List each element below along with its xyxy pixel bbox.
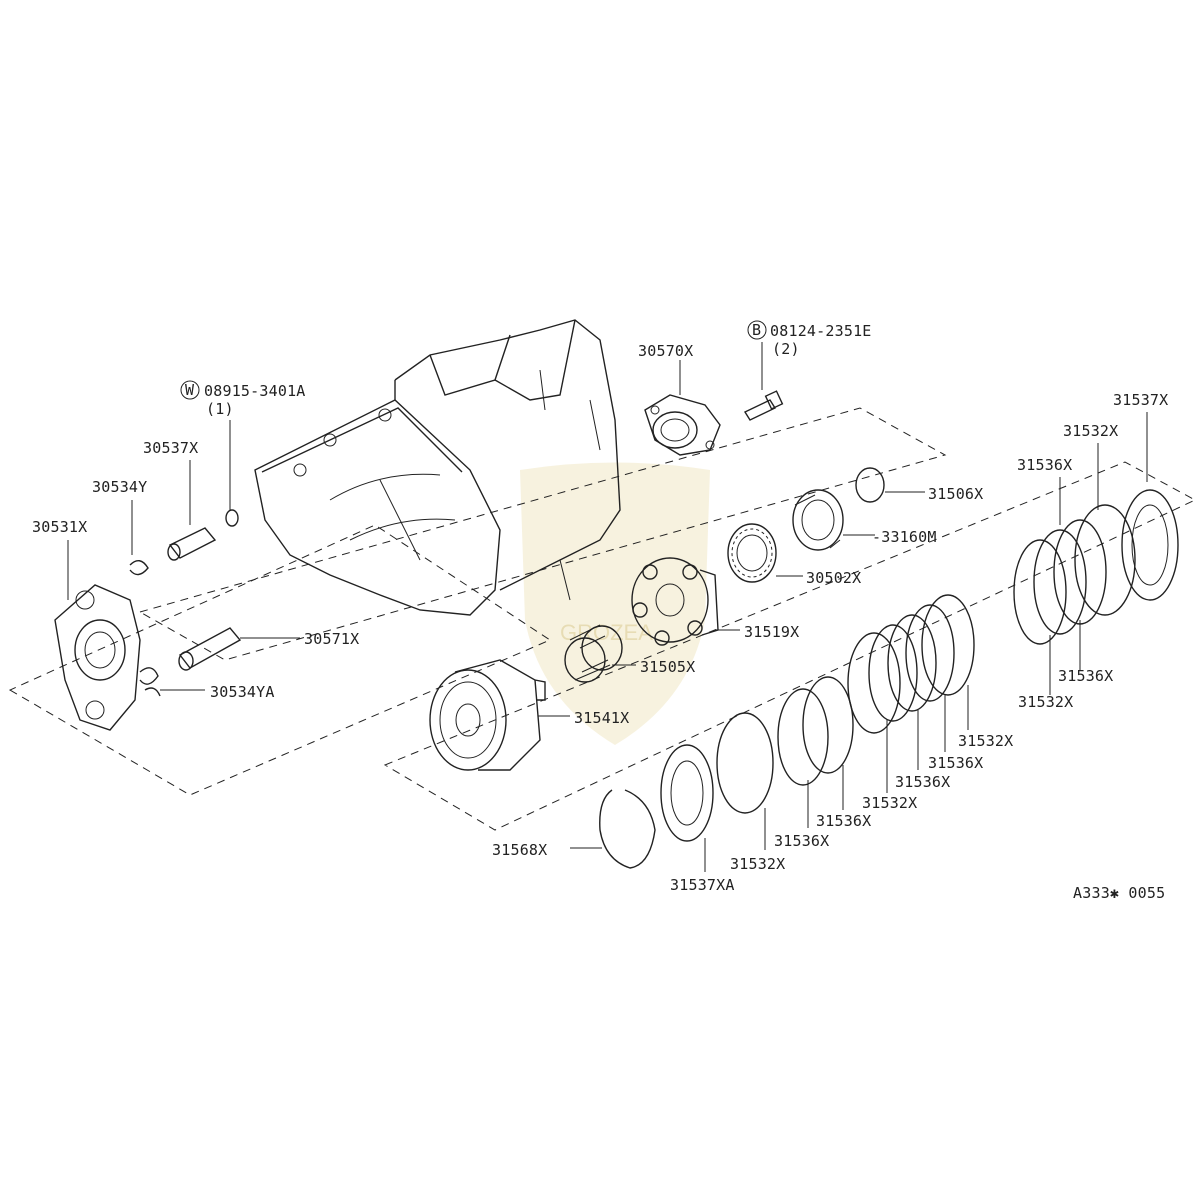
part-31519X: 31519X [631,557,799,646]
callout-31506X: 31506X [928,485,983,503]
callout-31532X-a: 31532X [1063,422,1118,440]
dashed-group-left [8,524,552,796]
part-30537X: 30537X [143,439,217,561]
callout-31532X-c: 31532X [958,732,1013,750]
callout-31536X-c: 31536X [928,754,983,772]
callout-31536X-a: 31536X [1017,456,1072,474]
clutch-pack-upper: 31532X 31536X 31532X 31536X [1013,422,1136,711]
part-30531X: 30531X [32,518,141,731]
callout-08124-2351E: 08124-2351E [770,322,872,340]
callout-08915-qty: (1) [206,400,234,418]
part-31505X: 31505X [564,624,695,683]
callout-30570X: 30570X [638,342,693,360]
part-30534Y: 30534Y [92,478,149,576]
part-30502X: 30502X [727,523,861,587]
part-08915-3401A: W 08915-3401A (1) [180,380,306,527]
callout-31505X: 31505X [640,658,695,676]
part-31537X: 31537X [1113,391,1179,601]
part-31537XA: 31537XA [670,838,735,894]
callout-31541X: 31541X [574,709,629,727]
dashed-group-upper [138,407,947,661]
callout-30534Y: 30534Y [92,478,147,496]
part-31568X: 31568X [492,789,656,869]
callout-31532X-e: 31532X [730,855,785,873]
callout-31536X-d: 31536X [895,773,950,791]
callout-08124-mark: B [752,321,761,339]
callout-08915-mark: W [185,381,195,399]
callout-08124-qty: (2) [772,340,800,358]
part-08124-2351E: B 08124-2351E (2) [743,320,872,421]
callout-31532X-b: 31532X [1018,693,1073,711]
callout-31537XA: 31537XA [670,876,735,894]
washer-mark-circle [180,380,200,400]
callout-31537X: 31537X [1113,391,1168,409]
part-30571X: 30571X [178,627,359,671]
callout-30531X: 30531X [32,518,87,536]
clutch-pack-lower: 31536X 31536X 31532X [660,676,871,873]
callout-30537X: 30537X [143,439,198,457]
bolt-mark-circle [747,320,767,340]
callout-31536X-e: 31536X [816,812,871,830]
part-30570X: 30570X [638,342,721,456]
watermark-logo: GROZEA [520,462,710,745]
dashed-group-lower [383,461,1197,831]
callout-30571X: 30571X [304,630,359,648]
part-31506X: 31506X [855,467,983,503]
callout-30534YA: 30534YA [210,683,275,701]
callout-33160M: -33160M [872,528,937,546]
part-31541X: 31541X [429,659,629,771]
callout-30502X: 30502X [806,569,861,587]
callout-31532X-d: 31532X [862,794,917,812]
diagram-id: A333✱ 0055 [1073,884,1165,902]
clutch-pack-middle: 31532X 31536X 31536X 31532X [847,594,1013,812]
callout-08915-3401A: 08915-3401A [204,382,306,400]
transfer-case-housing [254,319,621,616]
callout-31568X: 31568X [492,841,547,859]
callout-31536X-f: 31536X [774,832,829,850]
part-30534YA: 30534YA [139,667,275,701]
callout-31519X: 31519X [744,623,799,641]
callout-31536X-b: 31536X [1058,667,1113,685]
part-33160M: -33160M [792,489,937,551]
